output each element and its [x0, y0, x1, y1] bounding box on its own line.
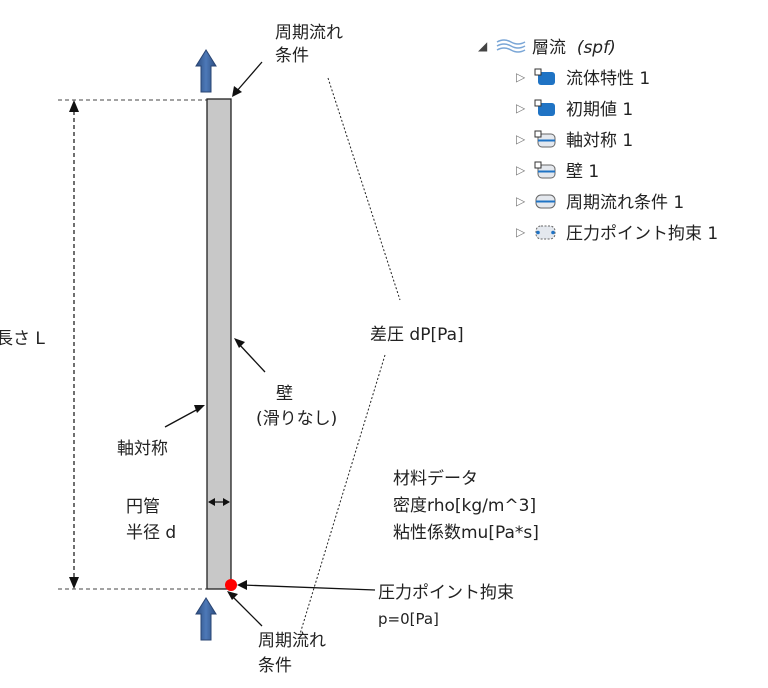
tree-item-axisymmetry[interactable]: ▷ 軸対称 1 — [478, 123, 768, 154]
top-periodic-pointer — [235, 61, 263, 93]
bottom-periodic-label-line2: 条件 — [258, 656, 292, 676]
collapsed-triangle-icon[interactable]: ▷ — [516, 162, 526, 177]
tree-item-wall[interactable]: ▷ 壁 1 — [478, 154, 768, 185]
pair-boundary-icon — [534, 192, 556, 210]
material-label-line1: 材料データ — [393, 469, 478, 489]
tree-item-label: 周期流れ条件 1 — [566, 193, 685, 213]
pipe-label-line2: 半径 d — [126, 523, 177, 543]
length-arrowhead-top — [69, 100, 79, 112]
pressure-point-label-line1: 圧力ポイント拘束 — [378, 583, 514, 603]
collapsed-triangle-icon[interactable]: ▷ — [516, 224, 526, 239]
radius-arrowhead-left — [208, 498, 215, 506]
bottom-periodic-pointer-head — [227, 591, 238, 600]
length-label: 長さ L — [0, 329, 45, 349]
pressure-point-pointer — [241, 584, 376, 591]
model-tree: ◢ 層流 (spf) ▷ 流体特性 1 ▷ 初期値 1 ▷ 軸対称 1 — [478, 30, 768, 247]
bottom-periodic-pointer — [231, 595, 263, 627]
axisym-label: 軸対称 — [117, 439, 168, 459]
tree-item-label: 壁 1 — [566, 162, 600, 182]
bottom-periodic-label-line1: 周期流れ — [258, 631, 326, 651]
point-constraint-icon — [534, 223, 556, 241]
collapsed-triangle-icon[interactable]: ▷ — [516, 193, 526, 208]
pressure-point-marker — [225, 579, 237, 591]
boundary-feature-icon — [534, 161, 556, 179]
tree-item-label: 圧力ポイント拘束 1 — [566, 224, 719, 244]
pressure-diff-line-top — [327, 77, 401, 301]
wall-pointer-head — [234, 338, 245, 348]
collapsed-triangle-icon[interactable]: ▷ — [516, 69, 526, 84]
wall-pointer — [237, 342, 266, 373]
pipe-label-line1: 円管 — [126, 497, 160, 517]
pressure-point-label-line2: p=0[Pa] — [378, 610, 439, 628]
material-label-line3: 粘性係数mu[Pa*s] — [393, 523, 539, 543]
pressure-diff-label: 差圧 dP[Pa] — [370, 325, 464, 345]
axisym-pointer-head — [194, 405, 205, 413]
axisym-pointer — [164, 407, 201, 428]
collapsed-triangle-icon[interactable]: ▷ — [516, 131, 526, 146]
tree-root-laminar-flow[interactable]: ◢ 層流 (spf) — [478, 30, 768, 61]
tree-item-fluid-properties[interactable]: ▷ 流体特性 1 — [478, 61, 768, 92]
wall-label-line2: (滑りなし) — [256, 409, 338, 429]
pressure-point-pointer-head — [237, 580, 247, 590]
bottom-flow-arrow-icon — [195, 597, 217, 641]
domain-feature-icon — [534, 99, 556, 117]
tree-item-pressure-point[interactable]: ▷ 圧力ポイント拘束 1 — [478, 216, 768, 247]
top-periodic-label-line1: 周期流れ — [275, 23, 343, 43]
tree-item-label: 初期値 1 — [566, 100, 634, 120]
collapsed-triangle-icon[interactable]: ▷ — [516, 100, 526, 115]
domain-feature-icon — [534, 68, 556, 86]
radius-arrowhead-right — [223, 498, 230, 506]
top-periodic-label-line2: 条件 — [275, 46, 309, 66]
tree-root-tag: (spf) — [576, 38, 616, 58]
top-flow-arrow-icon — [195, 49, 217, 93]
tree-item-periodic-flow[interactable]: ▷ 周期流れ条件 1 — [478, 185, 768, 216]
wall-label-line1: 壁 — [276, 384, 293, 404]
pressure-diff-line-bottom — [299, 354, 386, 635]
top-periodic-pointer-head — [232, 86, 242, 97]
length-arrowhead-bottom — [69, 577, 79, 589]
material-label-line2: 密度rho[kg/m^3] — [393, 496, 537, 516]
tree-item-initial-values[interactable]: ▷ 初期値 1 — [478, 92, 768, 123]
tree-item-label: 軸対称 1 — [566, 131, 634, 151]
tree-item-label: 流体特性 1 — [566, 69, 651, 89]
laminar-flow-icon — [496, 37, 526, 55]
expanded-triangle-icon[interactable]: ◢ — [478, 38, 488, 53]
tree-root-label: 層流 (spf) — [532, 38, 616, 58]
pipe-body — [206, 98, 232, 590]
boundary-feature-icon — [534, 130, 556, 148]
